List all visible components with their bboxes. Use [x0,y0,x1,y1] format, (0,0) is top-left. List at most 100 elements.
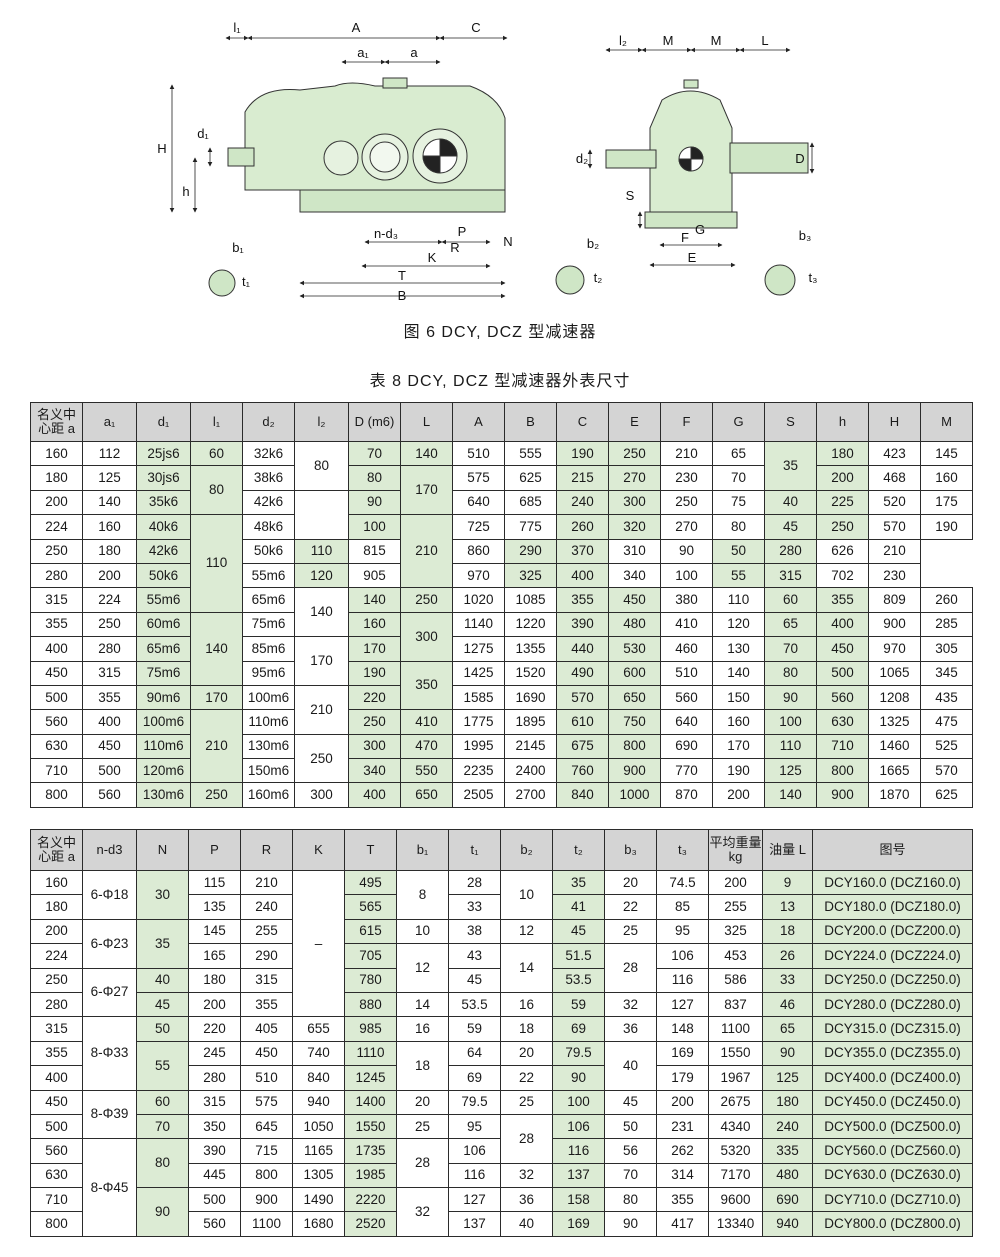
table-cell: 250 [348,709,401,735]
table-cell: 13 [762,894,813,920]
table-cell: 28 [448,869,501,896]
table-cell: 160 [920,465,973,491]
table-cell: 2520 [344,1211,397,1237]
table-cell: 575 [240,1089,293,1115]
table-cell: 1065 [868,660,921,686]
table-cell: 75 [712,489,765,516]
table-cell: 190 [348,660,401,686]
table-cell: 30js6 [136,465,191,491]
table-cell: 127 [656,991,709,1018]
table-cell: 79.5 [552,1040,605,1067]
table-cell: 230 [660,465,713,491]
table-cell: 170 [348,636,401,662]
label-K: K [428,250,437,265]
table-cell: 180 [30,894,83,920]
table-cell: 180 [188,967,241,993]
table-cell: 575 [452,465,505,491]
column-header: B [504,402,557,442]
table-cell: DCY315.0 (DCZ315.0) [812,1016,973,1042]
table-cell: 1775 [452,709,505,735]
table-cell: 170 [400,465,453,516]
table-cell: 2505 [452,782,505,808]
table-cell: 224 [30,514,83,540]
table-cell: DCY630.0 (DCZ630.0) [812,1162,973,1189]
table-title: 表 8 DCY, DCZ 型减速器外表尺寸 [369,373,631,390]
table-cell: 900 [240,1187,293,1213]
table-cell: 715 [240,1138,293,1164]
table-cell: 224 [82,587,137,613]
table-cell: 120m6 [136,758,191,784]
table-cell: 10 [500,870,553,920]
table-cell: 586 [708,967,763,993]
table-cell: 510 [660,660,713,686]
column-header: H [868,402,921,442]
table-cell: 315 [764,562,817,589]
table-cell: 280 [30,562,83,589]
table-cell: 180 [816,440,869,467]
label-b1: b₁ [232,240,244,255]
table-cell: 9600 [708,1187,763,1213]
table-cell: 800 [816,758,869,784]
table-cell: 90 [660,538,713,564]
column-header: G [712,402,765,442]
table-cell: 255 [240,918,293,945]
table-cell: 640 [452,489,505,516]
table-cell: 290 [240,943,293,969]
table-cell: 55 [136,1040,189,1091]
table-cell: 210 [868,538,921,564]
table-cell: 940 [292,1089,345,1115]
table-cell: 650 [400,782,453,808]
table-cell: 702 [816,562,869,589]
table-cell: 610 [556,709,609,735]
table-cell: 90 [762,1040,813,1067]
table-cell: 1585 [452,684,505,711]
table-cell: 440 [556,636,609,662]
table-cell: 20 [604,869,657,896]
column-header: t₃ [656,829,709,871]
column-header: l₁ [190,402,243,442]
table-cell: 1208 [868,684,921,711]
table-cell: 25 [396,1113,449,1140]
table-cell: DCY355.0 (DCZ355.0) [812,1040,973,1067]
table-cell: 40k6 [136,514,191,540]
table-cell: 315 [188,1089,241,1115]
table-cell: 45 [552,918,605,945]
table-cell: 120 [294,562,349,589]
table-cell: 355 [30,1040,83,1067]
table-cell: 130m6 [136,782,191,808]
table-cell: 410 [400,709,453,735]
label-B: B [398,288,407,303]
table-cell: 250 [608,440,661,467]
table-cell: 1425 [452,660,505,686]
column-header: F [660,402,713,442]
table-cell: 800 [608,733,661,760]
table-cell: 32 [604,991,657,1018]
table-cell: 435 [920,684,973,711]
table-cell: 320 [608,514,661,540]
table-cell: 315 [30,587,83,613]
table-cell: 1680 [292,1211,345,1237]
table-cell: 815 [348,538,401,564]
table-cell: 1460 [868,733,921,760]
table-cell: 260 [556,514,609,540]
table-cell: 32 [396,1187,449,1237]
table-cell: 80 [764,660,817,686]
table-cell: DCY800.0 (DCZ800.0) [812,1211,973,1237]
table-cell: 127 [448,1187,501,1213]
table-cell: 750 [608,709,661,735]
table-cell: 50k6 [136,562,191,589]
column-header: C [556,402,609,442]
table-cell: 550 [400,758,453,784]
table-cell: 175 [920,489,973,516]
table-cell: – [292,869,345,1018]
table-cell: 110 [294,538,349,564]
table-cell: 555 [504,440,557,467]
table-cell: 60 [190,440,243,467]
table-cell: 13340 [708,1211,763,1237]
